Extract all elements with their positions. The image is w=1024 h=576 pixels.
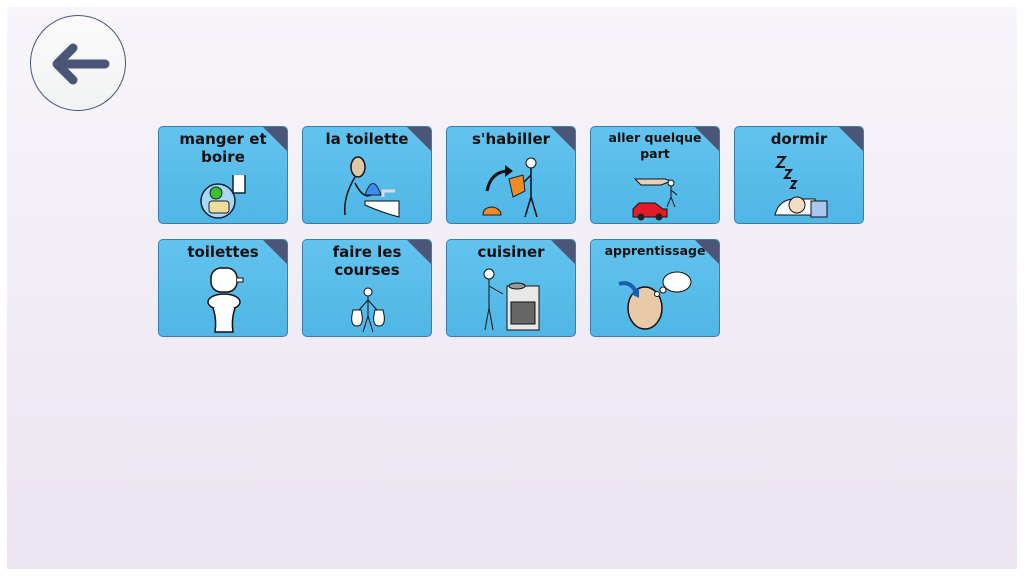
tile-la-toilette[interactable]: la toilette [302, 126, 432, 224]
learning-icon [618, 271, 692, 330]
tile-label: s'habiller [471, 130, 551, 148]
folder-corner [551, 127, 575, 151]
back-button[interactable] [30, 15, 126, 111]
sleep-icon [774, 156, 828, 218]
tile-label: la toilette [325, 130, 409, 148]
folder-corner [263, 127, 287, 151]
tile-label: toilettes [187, 243, 259, 261]
folder-corner [263, 240, 287, 264]
folder-corner [695, 240, 719, 264]
dressing-icon [482, 157, 538, 218]
tile-label: apprentissage [604, 243, 706, 258]
tile-label: cuisiner [477, 243, 545, 261]
tile-faire-les-courses[interactable]: faire les courses [302, 239, 432, 337]
tile-aller-quelque-part[interactable]: aller quelque part [590, 126, 720, 224]
tile-label: faire les courses [332, 243, 402, 279]
tile-label: manger et boire [179, 130, 267, 166]
folder-corner [839, 127, 863, 151]
tile-label: dormir [770, 130, 828, 148]
food-drink-icon [200, 175, 246, 219]
tile-toilettes[interactable]: toilettes [158, 239, 288, 337]
tile-s-habiller[interactable]: s'habiller [446, 126, 576, 224]
washing-icon [343, 156, 400, 218]
tile-dormir[interactable]: dormir [734, 126, 864, 224]
tile-manger-et-boire[interactable]: manger et boire [158, 126, 288, 224]
folder-corner [551, 240, 575, 264]
tile-cuisiner[interactable]: cuisiner [446, 239, 576, 337]
folder-corner [407, 127, 431, 151]
cooking-icon [483, 268, 540, 331]
folder-corner [407, 240, 431, 264]
tile-label: aller quelque part [608, 130, 702, 161]
arrow-left-icon [52, 43, 110, 85]
go-somewhere-icon [632, 178, 678, 221]
folder-corner [695, 127, 719, 151]
toilet-icon [207, 267, 244, 333]
tile-apprentissage[interactable]: apprentissage [590, 239, 720, 337]
shopping-icon [351, 287, 385, 333]
